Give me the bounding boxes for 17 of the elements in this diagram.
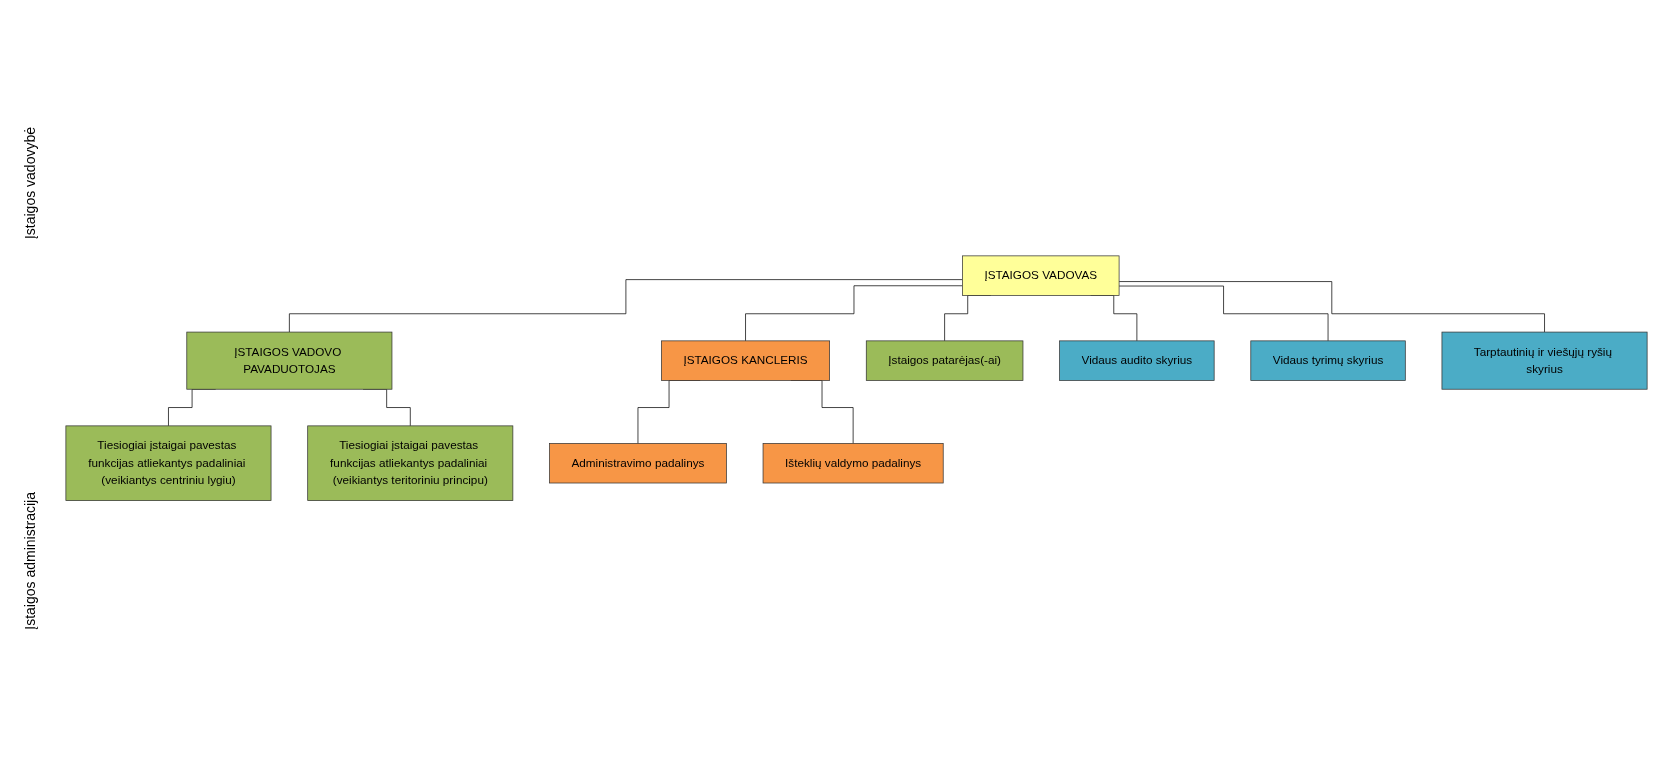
node-box: Tarptautinių ir viešųjų ryšių skyrius	[1441, 331, 1648, 390]
node-box: ĮSTAIGOS VADOVAS	[962, 255, 1120, 297]
connector	[1118, 285, 1329, 342]
node-box: Vidaus audito skyrius	[1059, 340, 1215, 382]
connector	[289, 279, 963, 333]
side-label: Įstaigos vadovybė	[22, 126, 38, 239]
node-box: Tiesiogiai įstaigai pavestas funkcijas atliekantys padaliniai (veikiantys teritoriniu principu)	[307, 425, 514, 502]
connector	[1118, 281, 1545, 333]
side-label: Įstaigos administracija	[22, 492, 38, 631]
node-box: Administravimo padalinys	[549, 443, 727, 484]
node-box: Vidaus tyrimų skyrius	[1250, 340, 1406, 382]
node-box: Išteklių valdymo padalinys	[762, 443, 944, 484]
node-box: ĮSTAIGOS KANCLERIS	[661, 340, 830, 382]
node-box: Tiesiogiai įstaigai pavestas funkcijas atliekantys padaliniai (veikiantys centriniu lygiu)	[65, 425, 272, 502]
node-box: ĮSTAIGOS VADOVO PAVADUOTOJAS	[186, 331, 393, 390]
node-box: Įstaigos patarėjas(-ai)	[865, 340, 1024, 382]
connector	[745, 285, 963, 342]
